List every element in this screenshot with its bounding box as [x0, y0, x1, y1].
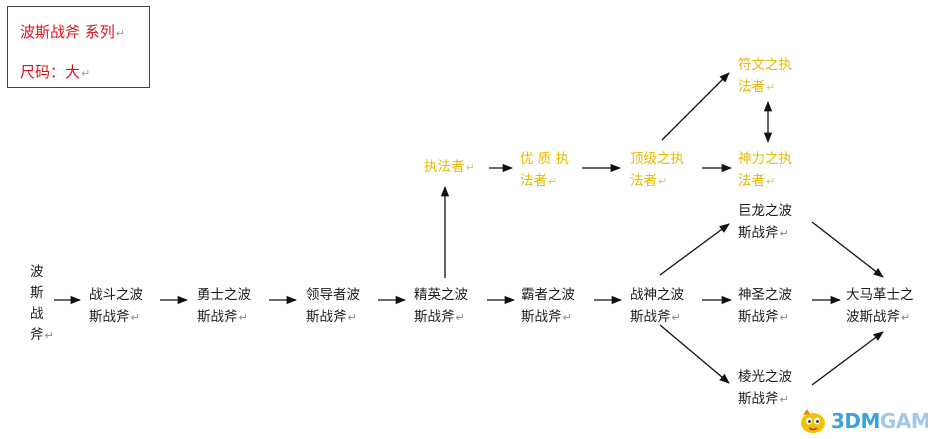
arrow-n9-n10 [811, 331, 884, 386]
node-damascus-axe: 大马革士之 波斯战斧↵ [846, 287, 914, 325]
mascot-logo-icon [801, 409, 825, 433]
node-elite-axe: 精英之波 斯战斧↵ [414, 287, 468, 325]
arrow-n6-n7 [659, 223, 730, 276]
node-divine-enforcer: 神力之执 法者↵ [738, 151, 792, 189]
size-label: 尺码：大↵ [20, 63, 91, 81]
node-persian-axe: 波 斯 战 斧↵ [30, 264, 54, 343]
node-dragon-axe: 巨龙之波 斯战斧↵ [738, 203, 792, 241]
node-battle-axe: 战斗之波 斯战斧↵ [89, 287, 143, 325]
series-name: 波斯战斧 系列↵ [20, 23, 125, 41]
arrow-n7-n10 [811, 221, 884, 278]
node-overlord-axe: 霸者之波 斯战斧↵ [521, 287, 575, 325]
series-info-box: 波斯战斧 系列↵ 尺码：大↵ [7, 6, 150, 88]
node-rune-enforcer: 符文之执 法者↵ [738, 57, 792, 95]
node-prism-axe: 棱光之波 斯战斧↵ [738, 369, 792, 407]
node-quality-enforcer: 优 质 执 法者↵ [520, 151, 570, 189]
node-leader-axe: 领导者波 斯战斧↵ [306, 287, 360, 325]
watermark-3dmgame: 3DMGAME [797, 406, 928, 436]
node-top-enforcer: 顶级之执 法者↵ [630, 151, 684, 189]
node-war-god-axe: 战神之波 斯战斧↵ [630, 287, 684, 325]
node-holy-axe: 神圣之波 斯战斧↵ [738, 287, 792, 325]
arrow-e3-e4 [661, 72, 730, 141]
node-enforcer: 执法者↵ [424, 159, 475, 175]
arrow-n6-n9 [659, 324, 730, 384]
node-warrior-axe: 勇士之波 斯战斧↵ [197, 287, 251, 325]
